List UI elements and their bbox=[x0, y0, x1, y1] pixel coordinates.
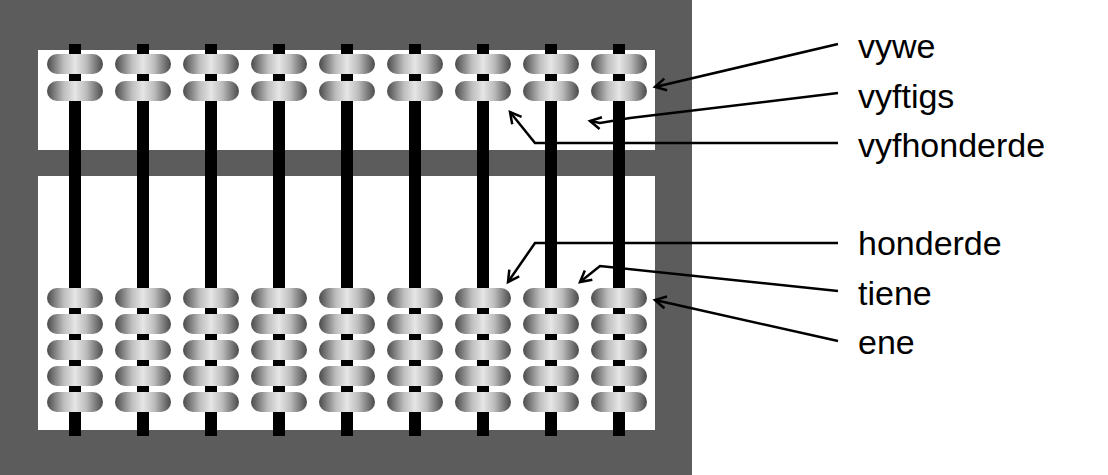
bead bbox=[387, 392, 443, 412]
bead bbox=[115, 366, 171, 386]
bead bbox=[387, 81, 443, 101]
bead bbox=[251, 314, 307, 334]
bead bbox=[47, 81, 103, 101]
bead bbox=[319, 81, 375, 101]
bead bbox=[387, 314, 443, 334]
part-label: vyfhonderde bbox=[856, 125, 1047, 165]
bead bbox=[319, 392, 375, 412]
bead bbox=[115, 314, 171, 334]
bead bbox=[523, 81, 579, 101]
bead bbox=[591, 340, 647, 360]
leader-line bbox=[580, 266, 838, 291]
leader-line bbox=[590, 93, 838, 123]
bead bbox=[319, 366, 375, 386]
bead bbox=[455, 54, 511, 74]
bead bbox=[183, 54, 239, 74]
bead bbox=[591, 314, 647, 334]
leader-line bbox=[510, 112, 838, 143]
bead bbox=[183, 81, 239, 101]
bead bbox=[387, 288, 443, 308]
bead bbox=[115, 81, 171, 101]
leader-line bbox=[655, 44, 838, 87]
bead bbox=[455, 81, 511, 101]
abacus-frame bbox=[0, 0, 692, 475]
bead bbox=[387, 340, 443, 360]
rods bbox=[69, 44, 625, 436]
bead bbox=[115, 288, 171, 308]
part-label: ene bbox=[856, 322, 917, 362]
bead bbox=[523, 54, 579, 74]
bead bbox=[319, 288, 375, 308]
bead bbox=[455, 288, 511, 308]
bead bbox=[183, 366, 239, 386]
bead bbox=[455, 392, 511, 412]
bead bbox=[183, 340, 239, 360]
bead bbox=[523, 340, 579, 360]
bead bbox=[387, 54, 443, 74]
bead bbox=[523, 288, 579, 308]
bead bbox=[251, 340, 307, 360]
part-label: vyftigs bbox=[856, 76, 956, 116]
bead bbox=[115, 340, 171, 360]
bead bbox=[523, 314, 579, 334]
bead bbox=[591, 81, 647, 101]
bead bbox=[387, 366, 443, 386]
bead bbox=[47, 314, 103, 334]
bead bbox=[591, 392, 647, 412]
bead bbox=[183, 314, 239, 334]
bead bbox=[47, 54, 103, 74]
bead bbox=[251, 54, 307, 74]
bead bbox=[523, 366, 579, 386]
bead bbox=[591, 288, 647, 308]
bead bbox=[591, 54, 647, 74]
bead bbox=[47, 288, 103, 308]
bead bbox=[251, 81, 307, 101]
part-label: tiene bbox=[856, 273, 934, 313]
part-label: honderde bbox=[856, 223, 1004, 263]
bead bbox=[455, 340, 511, 360]
bead bbox=[455, 366, 511, 386]
bead bbox=[251, 288, 307, 308]
beads bbox=[47, 54, 647, 412]
bead bbox=[183, 392, 239, 412]
bead bbox=[251, 392, 307, 412]
bead bbox=[319, 340, 375, 360]
bead bbox=[591, 366, 647, 386]
leader-lines bbox=[508, 44, 838, 341]
bead bbox=[455, 314, 511, 334]
leader-line bbox=[655, 300, 838, 341]
leader-line bbox=[508, 243, 838, 282]
bead bbox=[47, 366, 103, 386]
bead bbox=[319, 314, 375, 334]
bead bbox=[47, 392, 103, 412]
bead bbox=[115, 54, 171, 74]
part-label: vywe bbox=[856, 26, 937, 66]
bead bbox=[47, 340, 103, 360]
bead bbox=[523, 392, 579, 412]
bead bbox=[319, 54, 375, 74]
bead bbox=[251, 366, 307, 386]
bead bbox=[183, 288, 239, 308]
bead bbox=[115, 392, 171, 412]
